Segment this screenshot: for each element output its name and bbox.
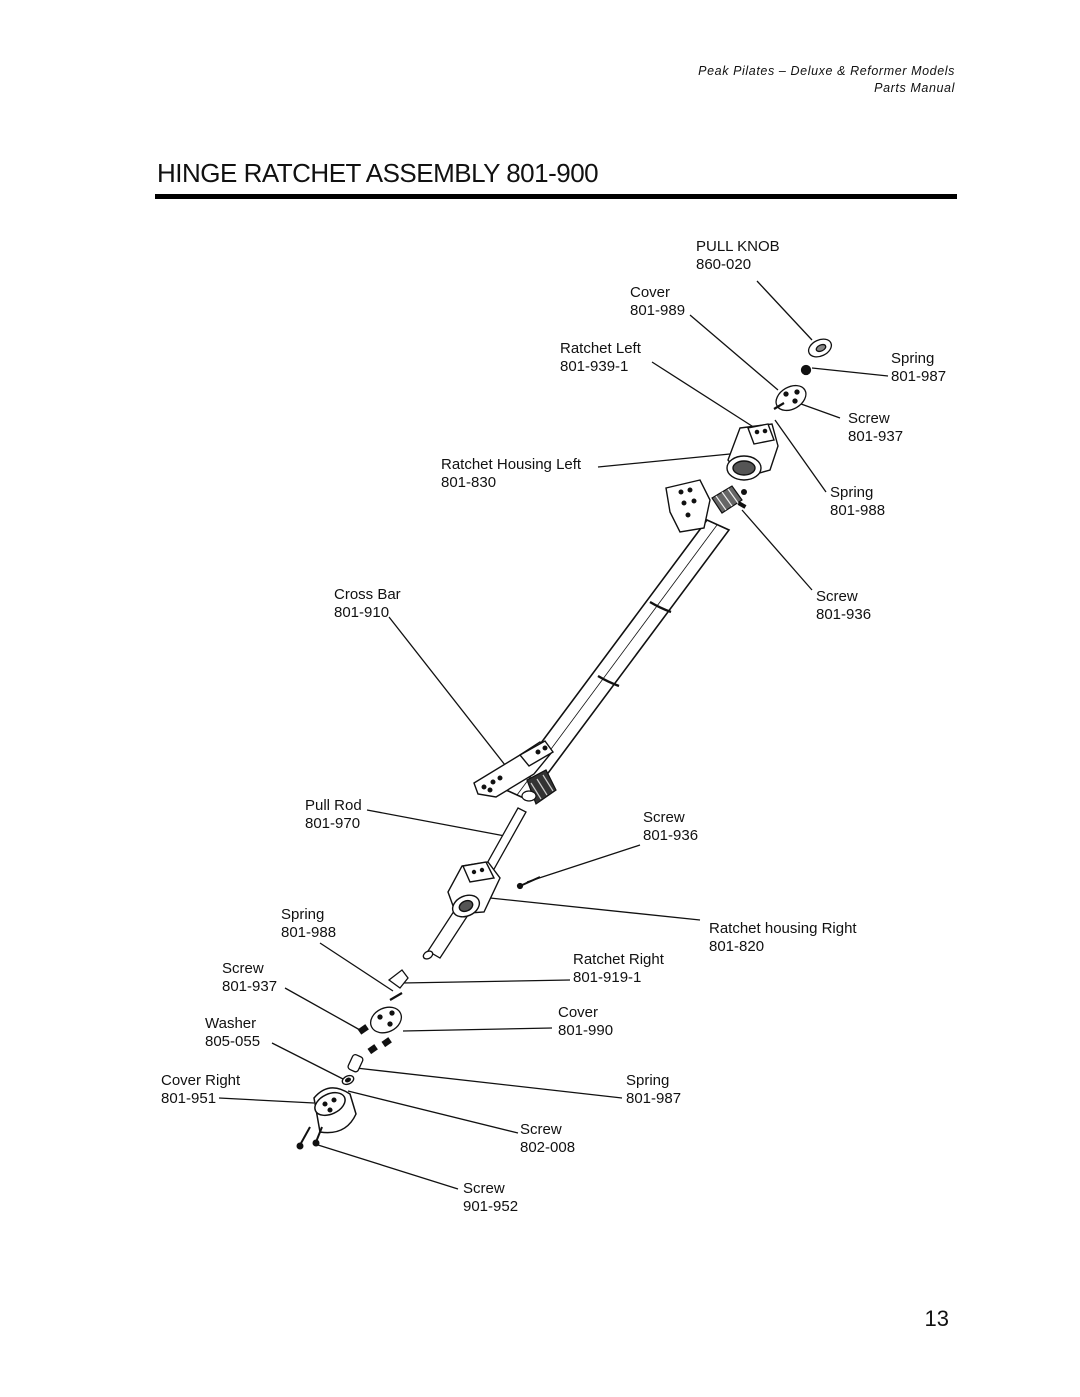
leader-screw-center bbox=[526, 844, 641, 883]
leader-screw-bottom1 bbox=[347, 1090, 519, 1134]
manual-title: Peak Pilates – Deluxe & Reformer Models bbox=[698, 64, 955, 78]
cover-right-part bbox=[313, 1087, 357, 1134]
bottom-screws bbox=[296, 1126, 323, 1150]
top-bracket bbox=[665, 479, 711, 533]
top-ratchet-parts bbox=[773, 338, 833, 412]
leader-ratchet-right bbox=[401, 979, 571, 984]
lower-ratchet-parts bbox=[341, 969, 409, 1086]
leader-pull-rod bbox=[366, 809, 506, 837]
ratchet-housing-left-part bbox=[726, 423, 779, 481]
manual-subtitle: Parts Manual bbox=[874, 81, 955, 95]
leader-spring-low bbox=[319, 942, 394, 992]
leader-screw-bottom2 bbox=[317, 1144, 459, 1190]
leader-screw-mid bbox=[741, 509, 813, 591]
leader-cover-center bbox=[402, 1027, 553, 1032]
leader-cross-bar bbox=[388, 616, 506, 766]
page-number: 13 bbox=[924, 1306, 949, 1331]
leader-ratchet-housing-left bbox=[597, 453, 731, 468]
splined-collar-lower bbox=[521, 769, 557, 805]
leader-pull-knob bbox=[756, 280, 813, 341]
ratchet-housing-right-part bbox=[447, 861, 501, 918]
leader-cover-left bbox=[689, 314, 779, 391]
leader-spring-bottom bbox=[355, 1067, 623, 1099]
leader-washer bbox=[271, 1042, 346, 1081]
leader-screw-low bbox=[284, 987, 361, 1031]
screw-center-part bbox=[516, 876, 541, 890]
page-title: HINGE RATCHET ASSEMBLY 801-900 bbox=[157, 158, 599, 188]
leader-spring-top bbox=[811, 367, 889, 377]
splined-end-top bbox=[711, 485, 743, 514]
spring-screw-top bbox=[737, 489, 747, 509]
leader-cover-right bbox=[218, 1097, 315, 1104]
leader-ratchet-left bbox=[651, 361, 756, 429]
leader-ratchet-housing-right bbox=[489, 897, 701, 921]
leader-spring-mid bbox=[774, 419, 827, 493]
title-rule bbox=[155, 194, 957, 199]
lower-bracket bbox=[473, 740, 555, 798]
